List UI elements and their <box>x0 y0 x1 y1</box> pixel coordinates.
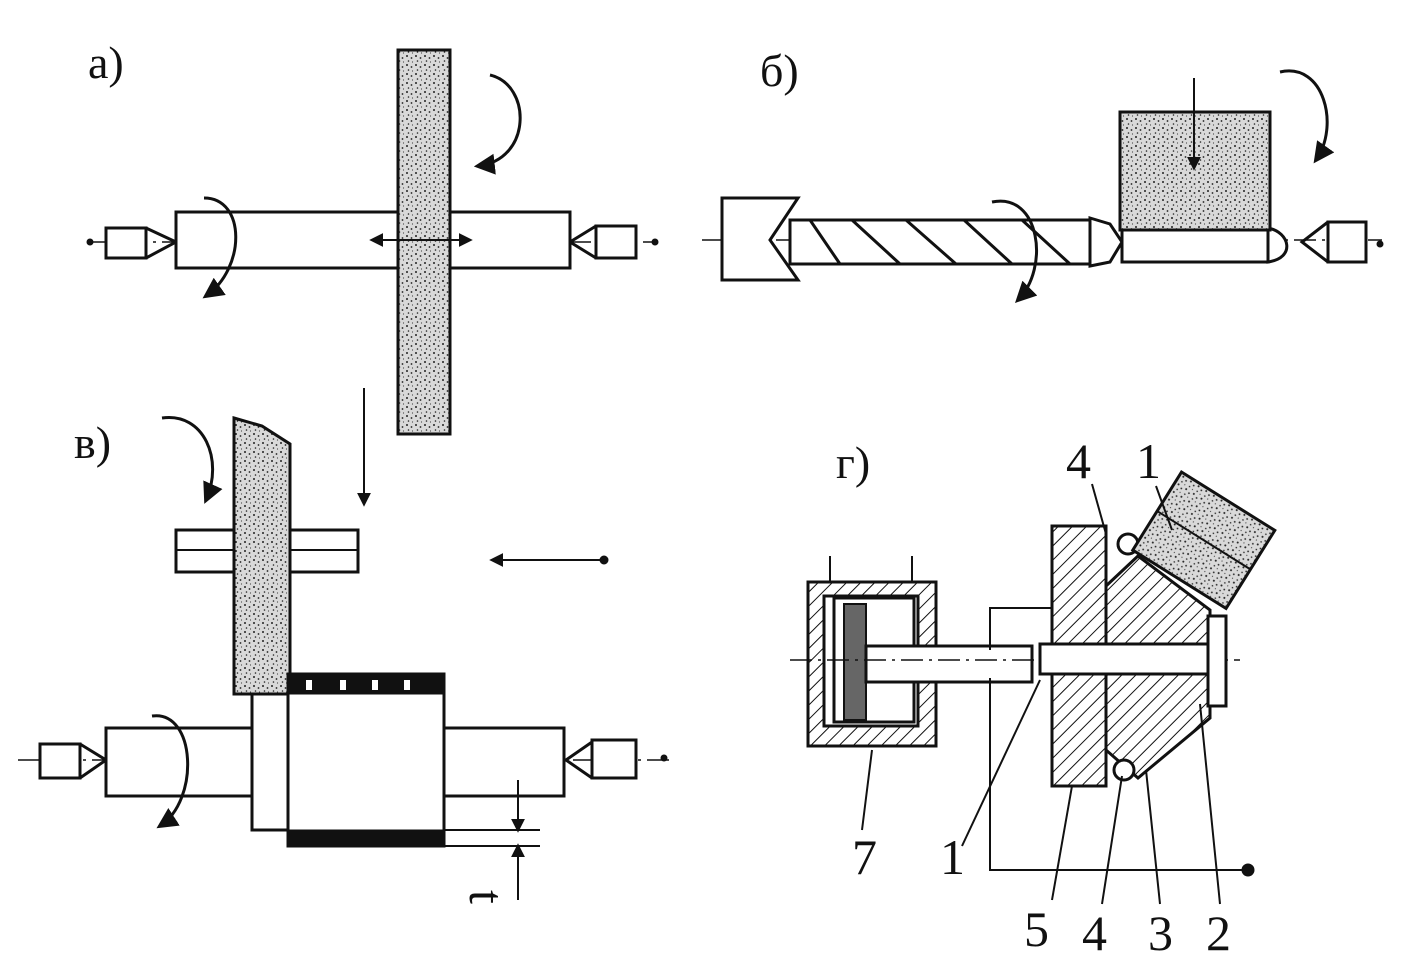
callout-1-bottom: 1 <box>940 829 965 885</box>
left-center-v <box>38 742 109 780</box>
nut-2 <box>1206 614 1228 708</box>
wheel-rotation-arrow-b <box>1279 69 1335 164</box>
panel-b: б) <box>702 45 1384 303</box>
panel-a-label: а) <box>88 37 124 88</box>
panel-a: а) <box>86 37 659 436</box>
wheel-rotation-arrow-a <box>473 73 522 175</box>
depth-dimension-v <box>444 780 540 900</box>
panel-v-label: в) <box>74 417 111 468</box>
left-center-a <box>104 226 180 260</box>
panel-v: в) <box>18 388 670 904</box>
workpiece-gear-v <box>286 672 446 848</box>
panel-g: г) <box>790 433 1277 961</box>
workpiece-shaft-left-v <box>104 726 254 798</box>
workpiece-collar-v <box>250 692 290 832</box>
workpiece-shaft-right-v <box>442 726 566 798</box>
grinding-wheel-b <box>1118 110 1272 232</box>
electrode-shaft-g <box>1038 642 1228 676</box>
shaft-tip-b <box>1266 226 1289 264</box>
callout-2: 2 <box>1206 905 1231 961</box>
insulator-ball-4-bottom <box>1112 758 1136 782</box>
axis-end-dot <box>660 754 668 762</box>
axis-end-dot <box>86 238 94 246</box>
callout-7: 7 <box>852 829 877 885</box>
workpiece-a <box>174 210 572 270</box>
wheel-rotation-arrow-v <box>161 416 223 504</box>
callout-4-top: 4 <box>1066 433 1091 489</box>
grinding-wheel-a <box>396 48 452 436</box>
drill-rotation-arrow <box>991 199 1038 303</box>
callout-3: 3 <box>1148 905 1173 961</box>
axis-end-dot <box>651 238 659 246</box>
callout-leaders-g <box>861 483 1221 905</box>
electrical-wire-g <box>989 678 1248 871</box>
workpiece-rotation-arrow-a <box>202 196 238 299</box>
gear-teeth-bottom-v <box>287 829 445 847</box>
cup-grinding-wheel-v <box>232 416 292 696</box>
callout-5: 5 <box>1024 901 1049 957</box>
electrical-wire-upper-g <box>989 607 1052 650</box>
gear-teeth-gaps-v <box>306 680 410 690</box>
spindle-shaft-g <box>864 644 1034 684</box>
callout-4-bottom: 4 <box>1082 905 1107 961</box>
axis-end-dot <box>1376 240 1384 248</box>
wheel-shaft-b <box>1120 226 1270 264</box>
right-center-v <box>563 738 638 780</box>
depth-label-t: t <box>459 890 515 904</box>
panel-b-label: б) <box>760 45 799 96</box>
callout-1-top: 1 <box>1136 433 1161 489</box>
right-center-b <box>1299 220 1368 264</box>
chuck-b <box>720 196 801 282</box>
workpiece-rotation-arrow-v <box>151 714 189 829</box>
drill-tool-b <box>788 215 1124 268</box>
grinding-wheel-1 <box>1130 470 1277 611</box>
panel-g-label: г) <box>836 437 870 488</box>
